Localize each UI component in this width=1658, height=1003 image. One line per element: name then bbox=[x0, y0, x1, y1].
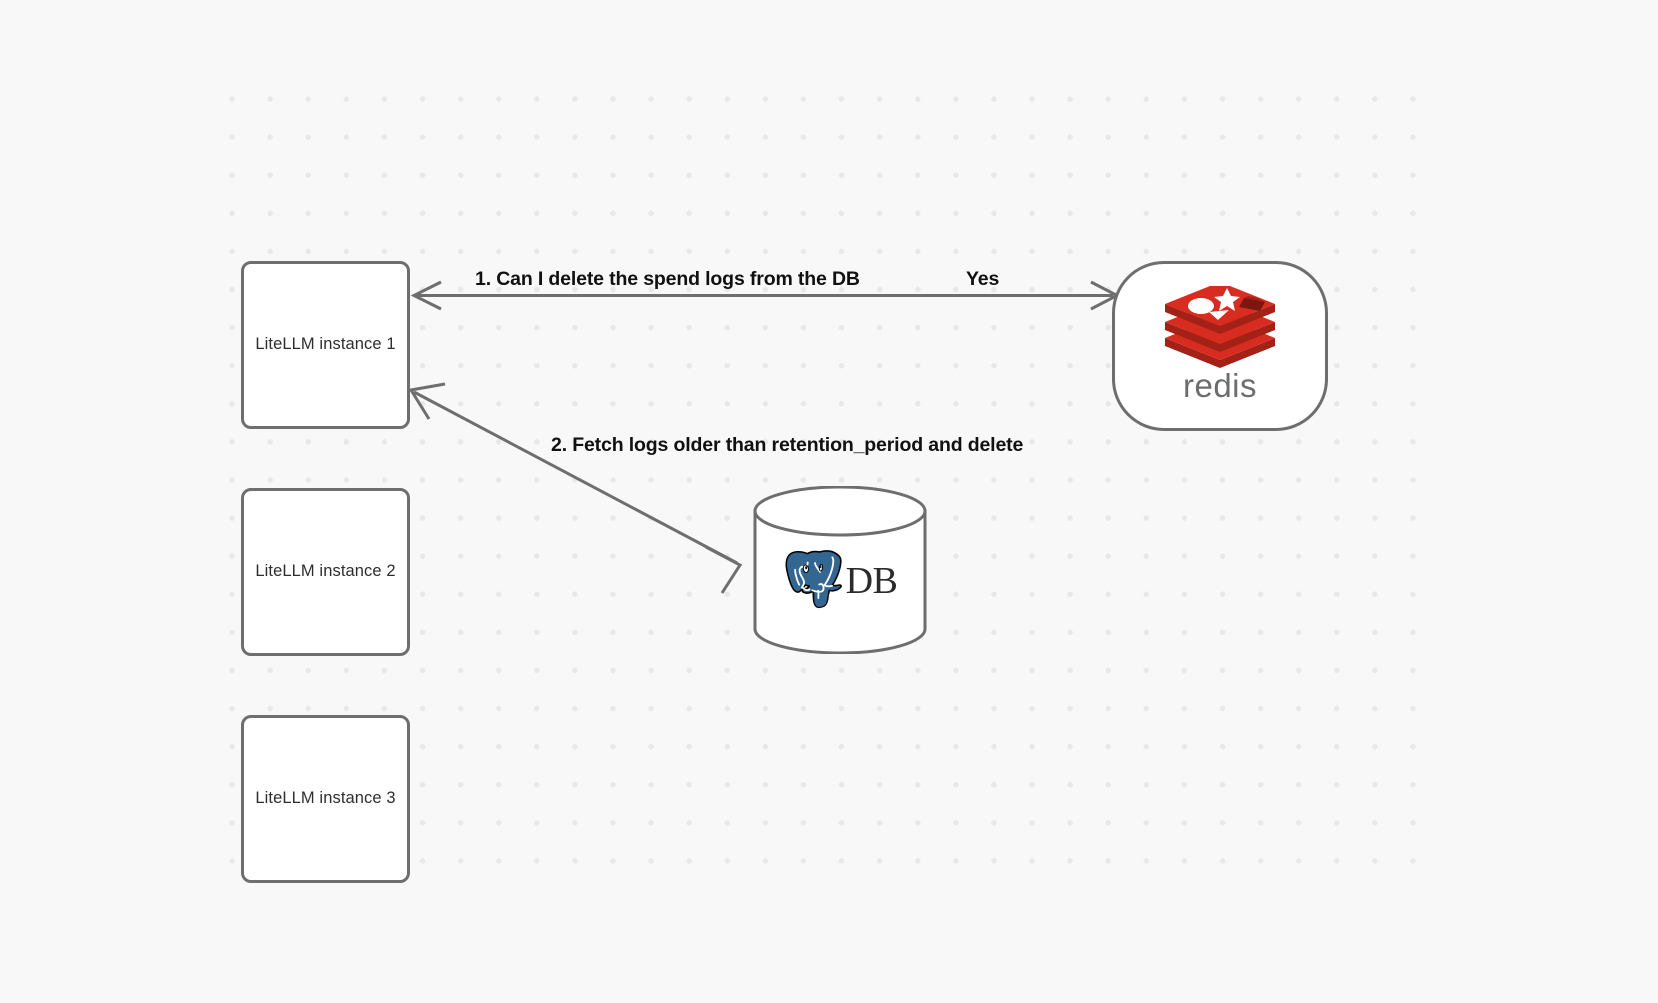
database-label: DB bbox=[845, 560, 898, 602]
postgresql-elephant-icon bbox=[785, 550, 842, 609]
node-redis[interactable]: redis bbox=[1112, 261, 1328, 431]
node-litellm-instance-3[interactable]: LiteLLM instance 3 bbox=[241, 715, 410, 883]
node-litellm-instance-2[interactable]: LiteLLM instance 2 bbox=[241, 488, 410, 656]
redis-logo-icon bbox=[1165, 286, 1275, 368]
redis-wordmark-text: redis bbox=[1183, 367, 1257, 404]
node-litellm-instance-2-label: LiteLLM instance 2 bbox=[255, 562, 396, 581]
edge-label-1-answer: Yes bbox=[966, 268, 1000, 290]
edge-litellm1-db bbox=[408, 382, 743, 594]
svg-text:redis: redis bbox=[1183, 367, 1257, 404]
node-litellm-instance-1[interactable]: LiteLLM instance 1 bbox=[241, 261, 410, 429]
node-litellm-instance-1-label: LiteLLM instance 1 bbox=[255, 335, 396, 354]
node-litellm-instance-3-label: LiteLLM instance 3 bbox=[255, 789, 396, 808]
node-database[interactable]: DB bbox=[752, 486, 928, 654]
database-logo-and-label: DB bbox=[752, 538, 928, 624]
cylinder-shape-icon bbox=[753, 486, 927, 654]
edge-label-2: 2. Fetch logs older than retention_perio… bbox=[551, 434, 1024, 456]
edge-label-1: 1. Can I delete the spend logs from the … bbox=[475, 268, 860, 290]
